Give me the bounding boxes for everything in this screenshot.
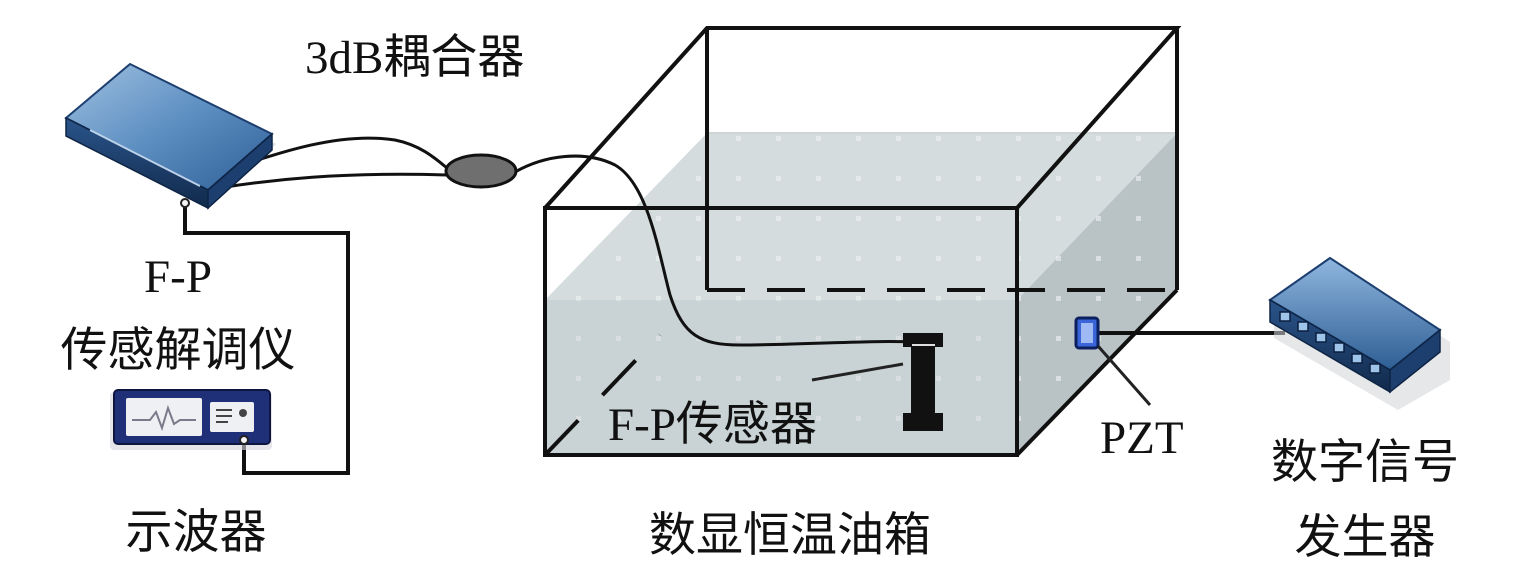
fp-demodulator-device	[64, 62, 276, 210]
label-oil-bath: 数显恒温油箱	[649, 510, 931, 562]
scope-waveform	[132, 404, 196, 432]
label-demodulator-line1: F-P	[144, 251, 212, 303]
fp-sensor-leader	[811, 362, 904, 382]
signal-generator-device	[1268, 256, 1450, 410]
demod-port	[180, 198, 190, 208]
scope-port	[239, 435, 249, 445]
pzt-leader	[1096, 345, 1152, 406]
label-generator-line1: 数字信号	[1271, 437, 1459, 489]
wire-demod-to-scope	[183, 205, 350, 475]
label-oscilloscope: 示波器	[126, 507, 267, 559]
oscilloscope-device	[110, 389, 272, 450]
demod-side-face	[207, 132, 273, 210]
label-demodulator-line2: 传感解调仪	[61, 325, 296, 377]
pzt-element	[1074, 316, 1100, 350]
fiber-coupler-to-sensor	[514, 154, 913, 347]
oil-bath	[543, 26, 1182, 457]
label-pzt: PZT	[1100, 412, 1184, 464]
label-generator-line2: 发生器	[1295, 512, 1436, 564]
generator-side-face	[1389, 328, 1441, 394]
label-coupler: 3dB耦合器	[305, 32, 524, 84]
coupler-3db	[444, 153, 518, 189]
hidden-edge-diagonal	[543, 333, 662, 457]
scope-screen	[126, 398, 202, 436]
generator-ports	[1279, 311, 1381, 374]
label-fp-sensor: F-P传感器	[608, 399, 817, 451]
fp-sensor	[903, 333, 943, 431]
